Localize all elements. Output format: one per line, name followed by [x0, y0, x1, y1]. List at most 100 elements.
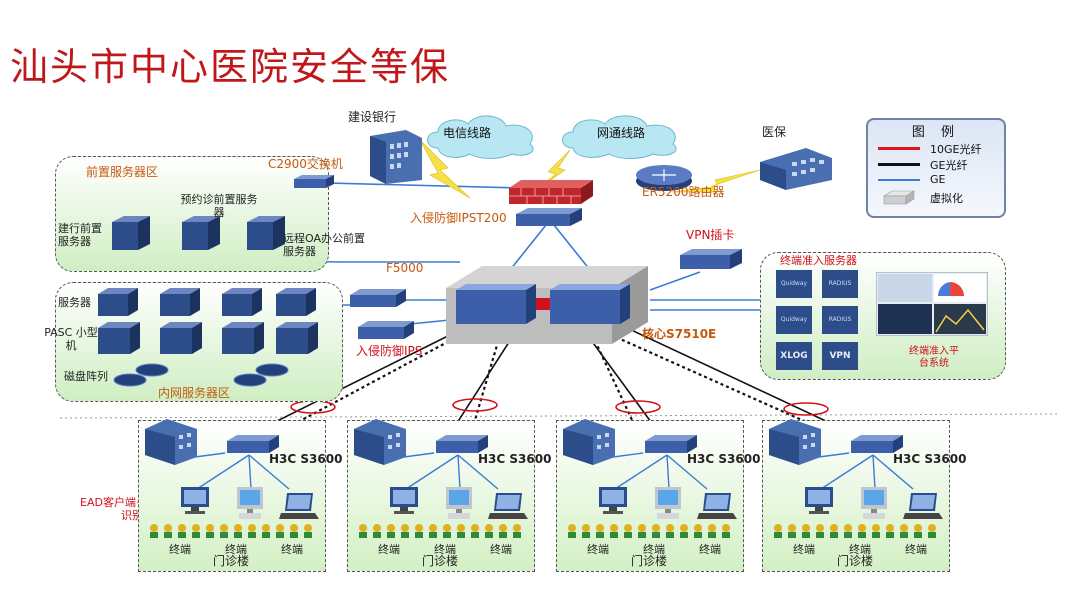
access-tile: RADIUS: [822, 270, 858, 298]
f5000-label: F5000: [386, 261, 424, 275]
building-label: 门诊楼: [631, 554, 668, 568]
inner-disk-label: 磁盘阵列: [64, 370, 108, 383]
access-switch-label: H3C S3600: [478, 452, 552, 466]
f5000-icon: [350, 289, 406, 307]
router-icon: [636, 165, 692, 191]
router-label: ER5200路由器: [642, 185, 725, 199]
legend-row: GE光纤: [874, 157, 1000, 172]
firewall-icon: [509, 180, 593, 204]
legend-label: GE光纤: [930, 159, 968, 172]
insurance-label: 医保: [762, 125, 787, 139]
inner-servers-label: 服务器: [58, 296, 91, 309]
legend-swatch-ge: [878, 179, 920, 181]
building-icon: [769, 419, 821, 465]
access-zone-title: 终端准入服务器: [780, 254, 857, 267]
telecom-cloud: [427, 115, 534, 159]
telecom-cloud-label: 电信线路: [443, 126, 492, 140]
workstation-icon: [861, 487, 887, 519]
vpn-card-label: VPN插卡: [686, 228, 735, 242]
access-tile: Quidway: [776, 306, 812, 334]
unicom-cloud-label: 网通线路: [597, 126, 646, 140]
page-title: 汕头市中心医院安全等保: [10, 45, 451, 89]
floor-links: [194, 452, 290, 490]
laptop-icon: [697, 493, 737, 519]
legend-heading: 图 例: [911, 125, 961, 140]
terminal-label: 终端: [490, 543, 512, 556]
legend-swatch-ge-fiber: [878, 163, 920, 166]
vpn-card-icon: [680, 249, 742, 269]
terminal-label: 终端: [643, 543, 665, 556]
floor-zone: H3C S3600 终端 终端: [556, 419, 760, 572]
core-label: 核心S7510E: [642, 327, 717, 341]
building-label: 门诊楼: [213, 554, 250, 568]
ips-top-label: 入侵防御IPST200: [410, 211, 507, 225]
workstation-icon: [655, 487, 681, 519]
inner-pasc-label: PASC 小型机: [44, 326, 98, 352]
terminal-label: 终端: [378, 543, 400, 556]
access-switch-label: H3C S3600: [893, 452, 967, 466]
ips-icon: [358, 321, 414, 339]
legend-swatch-10ge: [878, 147, 920, 150]
laptop-icon: [279, 493, 319, 519]
access-tile: XLOG: [776, 342, 812, 370]
virtualization-icon: [882, 190, 916, 205]
access-tile: Quidway: [776, 270, 812, 298]
access-tile: RADIUS: [822, 306, 858, 334]
front-zone-title: 前置服务器区: [86, 165, 159, 179]
terminal-label: 终端: [434, 543, 456, 556]
floor-zone: H3C S3600 终端 终端: [138, 419, 342, 572]
front-server-1-icon: [112, 216, 150, 250]
ips-top-switch-icon: [516, 208, 582, 226]
terminal-label: 终端: [793, 543, 815, 556]
inner-zone-title: 内网服务器区: [158, 386, 231, 400]
building-icon: [145, 419, 197, 465]
building-icon: [354, 419, 406, 465]
ips-label: 入侵防御IPS: [356, 344, 423, 358]
floor-links: [403, 452, 499, 490]
terminal-label: 终端: [587, 543, 609, 556]
front-server-3-icon: [247, 216, 285, 250]
core-switch-icon: [446, 266, 648, 344]
terminal-label: 终端: [225, 543, 247, 556]
terminal-label: 终端: [905, 543, 927, 556]
front-server-zone: [55, 156, 329, 272]
floor-zone: H3C S3600 终端 终端: [762, 419, 966, 572]
building-icon: [563, 419, 615, 465]
access-switch-label: H3C S3600: [269, 452, 343, 466]
terminal-row-icon: [774, 524, 936, 538]
desktop-pc-icon: [805, 487, 833, 514]
legend: 图 例 10GE光纤 GE光纤 GE 虚拟化: [866, 118, 1006, 218]
c2900-label: C2900交换机: [268, 157, 343, 171]
workstation-icon: [446, 487, 472, 519]
front-server-2-icon: [182, 216, 220, 250]
terminal-label: 终端: [281, 543, 303, 556]
legend-row: 10GE光纤: [874, 141, 1000, 156]
terminal-label: 终端: [169, 543, 191, 556]
access-switch-icon: [851, 435, 903, 453]
terminal-label: 终端: [849, 543, 871, 556]
access-platform-label: 终端准入平台系统: [909, 346, 959, 369]
front-server-1-label: 建行前置服务器: [58, 222, 102, 248]
terminal-row-icon: [568, 524, 730, 538]
laptop-icon: [488, 493, 528, 519]
front-server-2-label: 预约诊前置服务器: [180, 193, 258, 219]
legend-label: GE: [930, 173, 946, 186]
terminal-row-icon: [150, 524, 312, 538]
access-switch-icon: [645, 435, 697, 453]
floor-links: [818, 452, 914, 490]
legend-label: 虚拟化: [930, 192, 963, 205]
building-label: 门诊楼: [837, 554, 874, 568]
legend-row: GE: [874, 173, 1000, 187]
bank-label: 建设银行: [348, 110, 397, 124]
floor-zone: H3C S3600 终端 终端: [347, 419, 551, 572]
desktop-pc-icon: [181, 487, 209, 514]
legend-label: 10GE光纤: [930, 143, 982, 156]
legend-row: 虚拟化: [874, 190, 1000, 205]
inner-servers-icon: [98, 288, 318, 387]
laptop-icon: [903, 493, 943, 519]
access-switch-icon: [436, 435, 488, 453]
terminal-row-icon: [359, 524, 521, 538]
floor-links: [612, 452, 708, 490]
front-server-3-label: 远程OA办公前置服务器: [283, 232, 365, 258]
bank-building-icon: [370, 130, 422, 184]
